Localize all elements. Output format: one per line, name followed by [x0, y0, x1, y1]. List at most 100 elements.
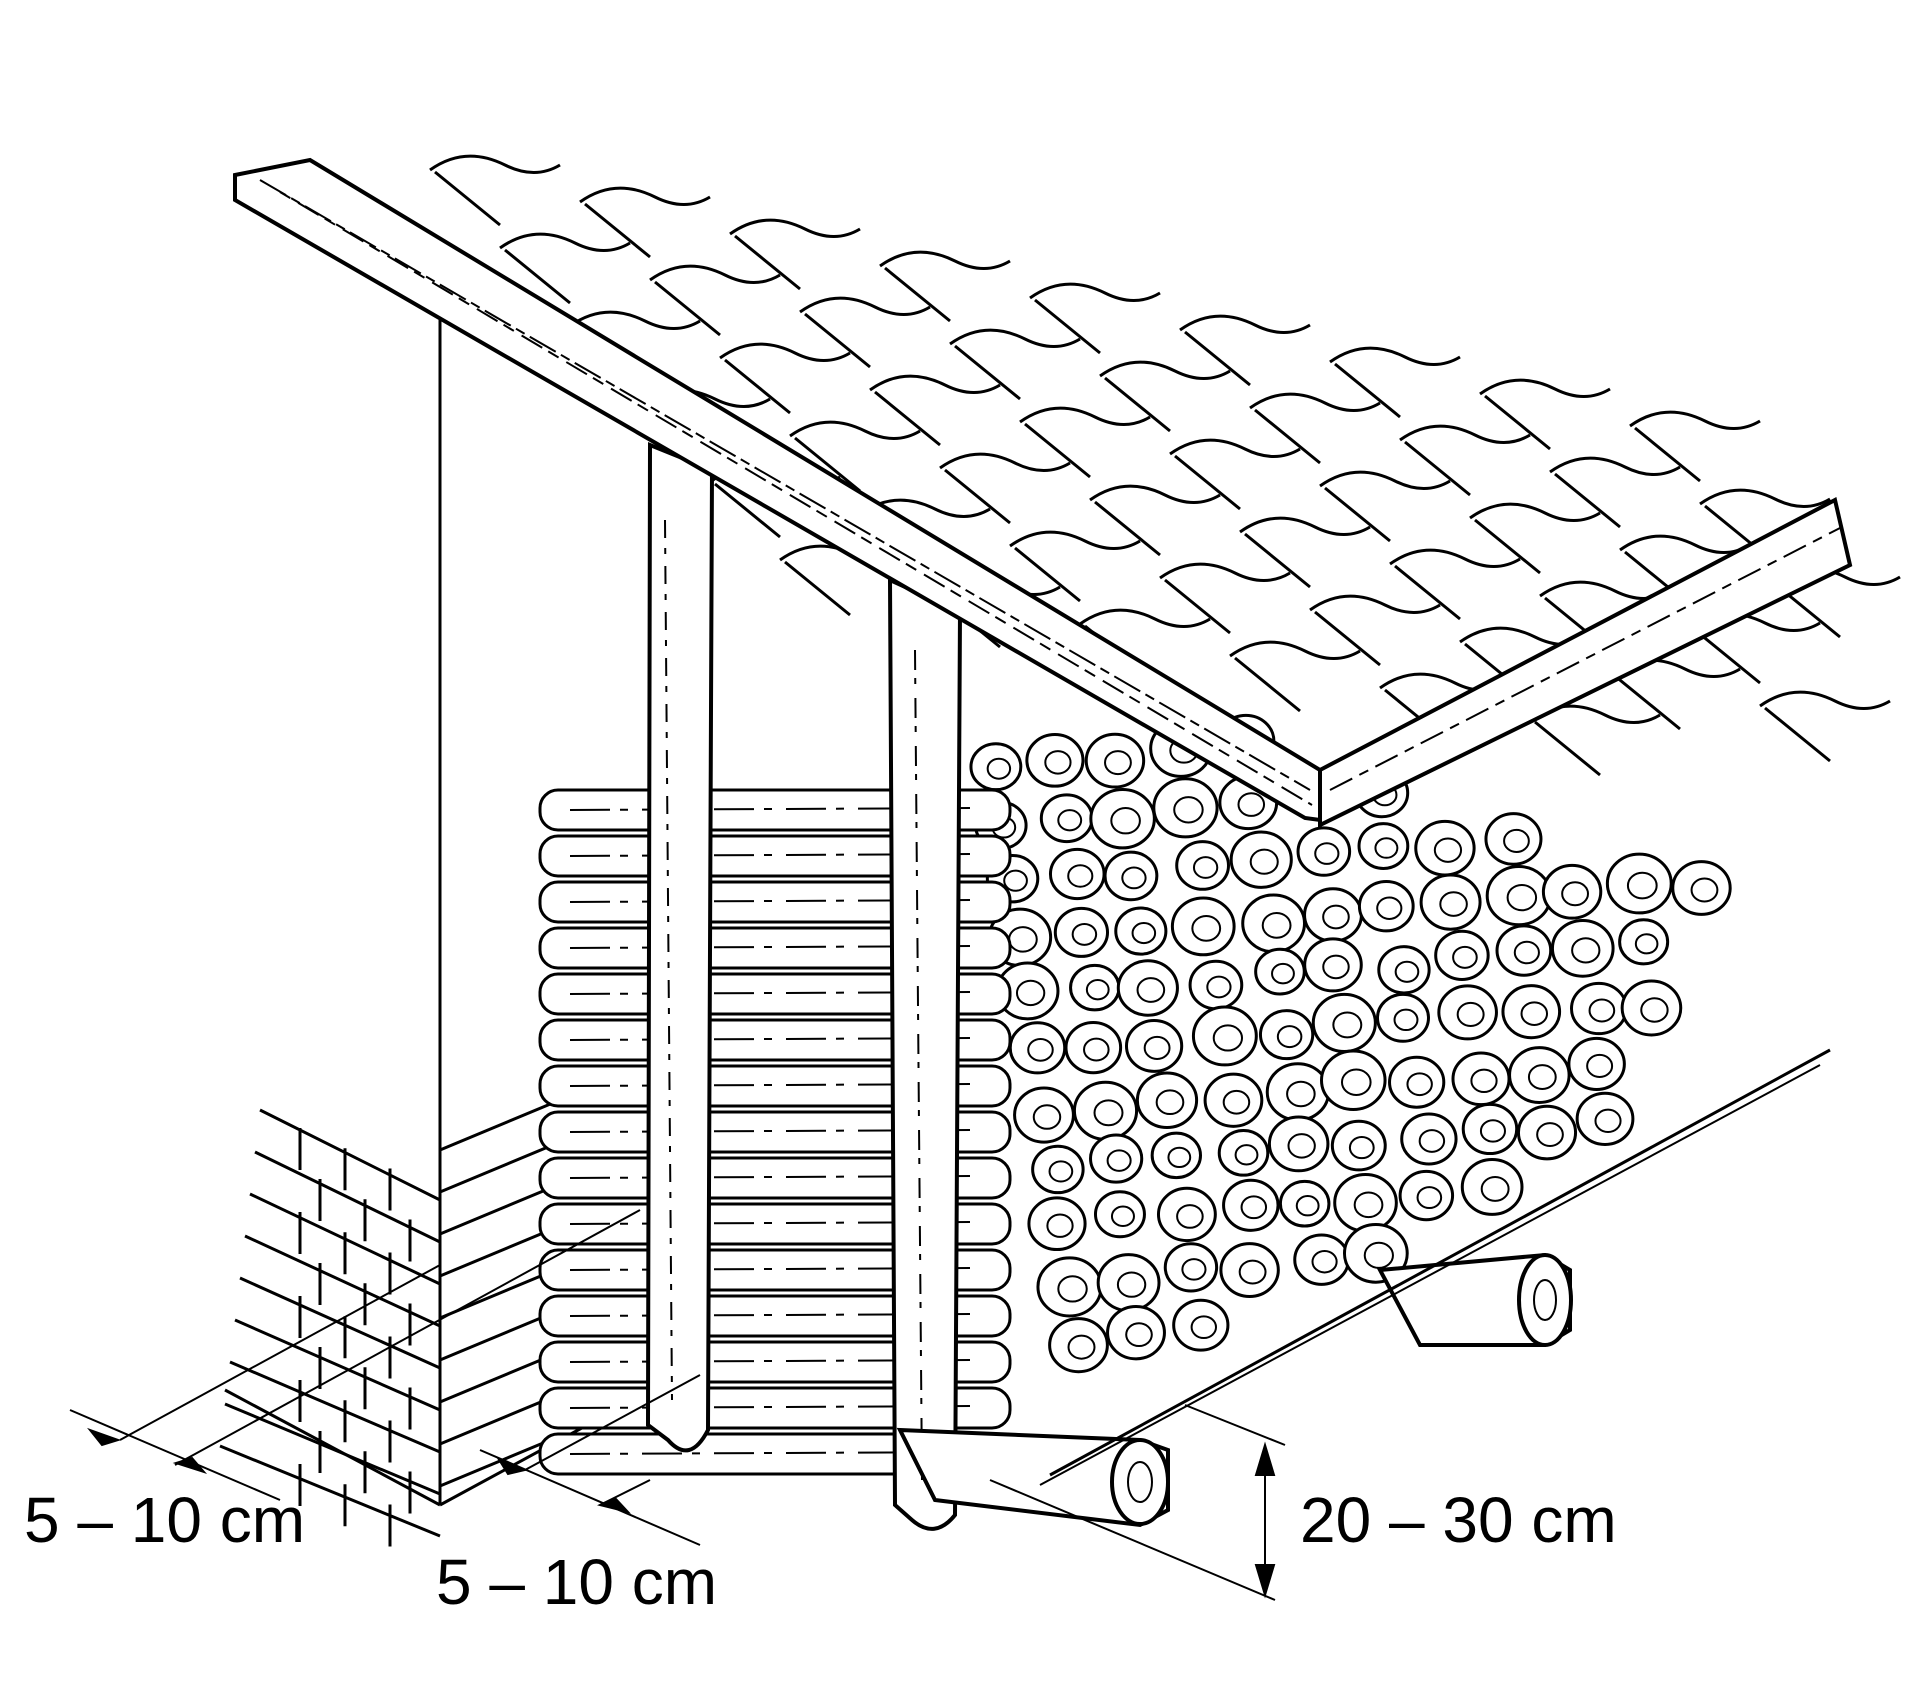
log-ring: [1353, 1191, 1384, 1219]
log-ring: [1311, 1249, 1338, 1274]
roof-tile-edge: [1254, 408, 1321, 465]
roof-beams: [233, 157, 1853, 829]
roof-tile: [1179, 314, 1311, 334]
log-ring: [1067, 864, 1094, 888]
house-wall: [219, 320, 616, 1547]
roof-tile-edge: [1694, 628, 1761, 685]
roof-tile-edge: [724, 358, 791, 415]
roof-tile-edge: [714, 482, 781, 539]
log-ring: [1571, 937, 1601, 964]
roof-tile-edge: [1474, 518, 1541, 575]
log-ring: [1222, 1089, 1251, 1115]
log-ring: [1190, 1315, 1218, 1340]
roof-tile: [729, 218, 861, 238]
arrow-left-1: [87, 1427, 122, 1447]
log-ring: [1071, 922, 1098, 946]
brick-course: [439, 1140, 561, 1194]
roof-tile-edge: [1034, 298, 1101, 355]
log-ring: [1143, 1035, 1171, 1060]
roof-tile-edge: [1484, 394, 1551, 451]
log-ring: [1206, 975, 1232, 999]
log-ring: [1121, 866, 1147, 890]
roof-tile-edge: [784, 560, 851, 617]
roof-tile-edge: [434, 170, 501, 227]
log-ring: [1192, 856, 1219, 879]
roof-tile: [1629, 410, 1761, 430]
roof-tile: [1699, 488, 1831, 508]
log-ring: [1032, 1104, 1062, 1130]
log-ring: [1314, 842, 1340, 865]
log-ring: [1480, 1175, 1510, 1202]
log-ring: [1287, 1133, 1316, 1159]
log-ring: [1104, 750, 1132, 776]
log-ring: [1376, 896, 1403, 920]
arrow-mid-2: [597, 1496, 632, 1514]
log-ring: [1416, 1186, 1443, 1210]
roof-tile-edge: [1324, 486, 1391, 543]
log-ring: [1690, 877, 1719, 903]
log-ring: [1261, 912, 1292, 939]
log-ring: [1136, 977, 1166, 1003]
roof-tile: [1099, 360, 1231, 380]
log-ring: [1322, 904, 1350, 930]
dimension-lines: [69, 1209, 1286, 1601]
roof-tile: [1469, 502, 1601, 522]
roof-tile: [1479, 378, 1611, 398]
roof-tile-edge: [1614, 674, 1681, 731]
log-ring: [1418, 1129, 1446, 1153]
roof-tiles: [250, 154, 1901, 805]
log-ring: [1083, 1037, 1110, 1062]
roof-tile: [649, 264, 781, 284]
log-ring: [1393, 1008, 1419, 1032]
log-ring: [1003, 869, 1028, 892]
log-ring: [1212, 1024, 1244, 1052]
roof-tile-edge: [734, 234, 801, 291]
roof-tile-edge: [1394, 564, 1461, 621]
roof-tile-edge: [1234, 656, 1301, 713]
log-ring: [1106, 1149, 1132, 1172]
roof-tile: [1319, 470, 1451, 490]
front-post-left: [645, 442, 715, 1453]
roof-tile-edge: [1104, 376, 1171, 433]
log-ring: [1110, 1205, 1135, 1228]
roof-tile: [1239, 516, 1371, 536]
roof-tile: [1229, 640, 1361, 660]
roof-tile: [719, 342, 851, 362]
log-ring: [1332, 1011, 1363, 1039]
roof-tile: [429, 154, 561, 174]
log-ring: [1586, 1053, 1614, 1079]
log-ring: [1271, 962, 1295, 985]
roof-tile-edge: [884, 266, 951, 323]
roof-tile-edge: [1244, 532, 1311, 589]
log-ring: [1439, 891, 1468, 917]
log-ring: [1110, 807, 1141, 835]
arrow-left-2: [172, 1456, 208, 1475]
log-ring: [1594, 1108, 1622, 1133]
support-posts: [645, 442, 963, 1531]
roof-tile: [1249, 392, 1381, 412]
brick-course: [229, 1360, 441, 1454]
log-ring: [1348, 1136, 1375, 1160]
roof-tile-edge: [1014, 546, 1081, 603]
log-ring: [1456, 1001, 1485, 1027]
roof-tile-edge: [954, 344, 1021, 401]
roof-tile: [1549, 456, 1681, 476]
log-ring: [1520, 1001, 1549, 1026]
roof-tile-edge: [1184, 330, 1251, 387]
roof-tile: [789, 420, 921, 440]
woodpile-log-ends: [969, 713, 1732, 1374]
roof-tile: [1159, 562, 1291, 582]
ground-plate: [1039, 1048, 1831, 1486]
roof-tile: [1399, 424, 1531, 444]
log-ring: [1536, 1122, 1564, 1147]
brick-course: [244, 1234, 441, 1328]
roof-tile: [1759, 690, 1891, 710]
log-ring: [1513, 940, 1540, 965]
log-ring: [1406, 1072, 1433, 1097]
brick-course: [254, 1150, 441, 1244]
dimension-label-post-gap: 5 – 10 cm: [436, 1546, 718, 1618]
log-ring: [1057, 809, 1083, 832]
log-ring: [1176, 1204, 1204, 1229]
roof-tile-edge: [1164, 578, 1231, 635]
